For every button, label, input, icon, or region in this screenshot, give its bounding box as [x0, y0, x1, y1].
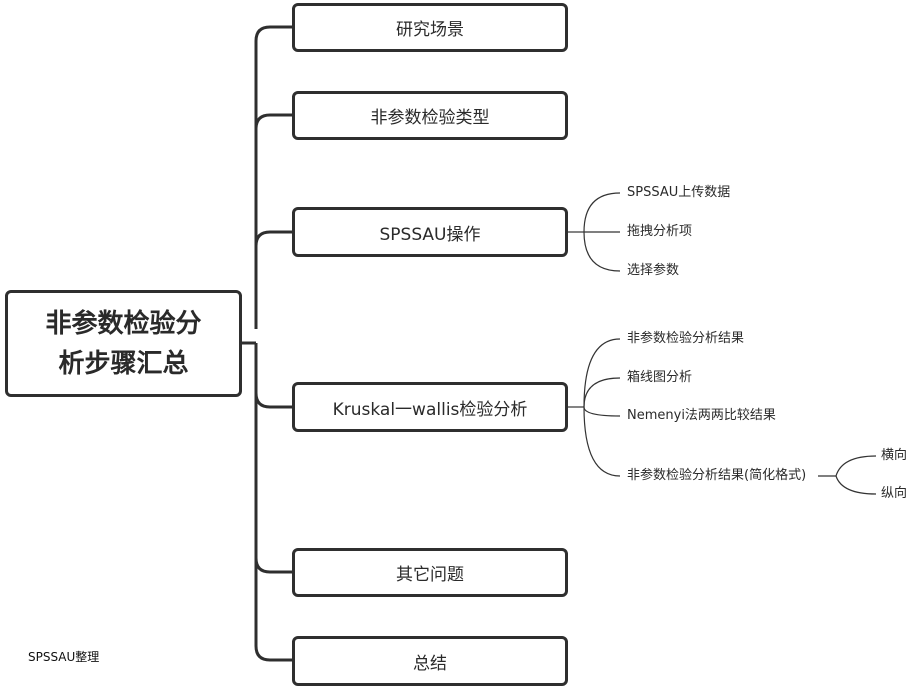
- branch-node-spssau-operation[interactable]: SPSSAU操作: [292, 207, 568, 257]
- branch-label: 其它问题: [396, 565, 464, 585]
- connector-trunk-b2: [254, 113, 292, 130]
- connector-trunk-b6: [254, 558, 292, 662]
- root-title-line-1: 非参数检验分: [45, 308, 202, 339]
- footer-credit: SPSSAU整理: [28, 650, 100, 664]
- branch-label: Kruskal一wallis检验分析: [332, 399, 528, 420]
- connector-b4-c3: [583, 406, 621, 417]
- connector-b4-c1: [583, 338, 621, 408]
- leaf-simplified-result[interactable]: 非参数检验分析结果(简化格式): [627, 468, 807, 483]
- leaf-nemenyi[interactable]: Nemenyi法两两比较结果: [627, 408, 776, 423]
- connector-trunk-b3: [254, 230, 292, 247]
- connector-b3-c3: [583, 231, 621, 272]
- branch-label: 非参数检验类型: [370, 108, 490, 128]
- branch-label: 总结: [413, 653, 447, 674]
- connector-sub-c1: [835, 455, 877, 477]
- branch-label: SPSSAU操作: [379, 224, 481, 245]
- branch-label: 研究场景: [396, 20, 464, 40]
- leaf-vertical[interactable]: 纵向: [881, 486, 908, 501]
- connector-b4-c4: [583, 406, 621, 477]
- leaf-upload-data[interactable]: SPSSAU上传数据: [627, 185, 731, 200]
- branch-node-test-types[interactable]: 非参数检验类型: [292, 91, 568, 140]
- leaf-horizontal[interactable]: 横向: [881, 448, 908, 463]
- connector-trunk-b4: [254, 343, 292, 409]
- connector-trunk-b1: [254, 25, 292, 329]
- root-title-line-2: 析步骤汇总: [58, 348, 189, 379]
- branch-node-research-scenario[interactable]: 研究场景: [292, 3, 568, 52]
- connector-trunk-b5: [254, 393, 292, 574]
- leaf-test-result[interactable]: 非参数检验分析结果: [627, 331, 745, 346]
- leaf-drag-items[interactable]: 拖拽分析项: [627, 224, 693, 239]
- root-node[interactable]: 非参数检验分 析步骤汇总: [5, 290, 242, 397]
- branch-node-other-questions[interactable]: 其它问题: [292, 548, 568, 597]
- leaf-select-params[interactable]: 选择参数: [627, 263, 680, 278]
- connector-b4-c2: [583, 377, 621, 408]
- leaf-boxplot[interactable]: 箱线图分析: [627, 370, 693, 385]
- branch-node-kruskal-wallis[interactable]: Kruskal一wallis检验分析: [292, 382, 568, 432]
- branch-node-summary[interactable]: 总结: [292, 636, 568, 686]
- connector-b3-c1: [583, 192, 621, 233]
- connector-sub-c2: [835, 475, 877, 495]
